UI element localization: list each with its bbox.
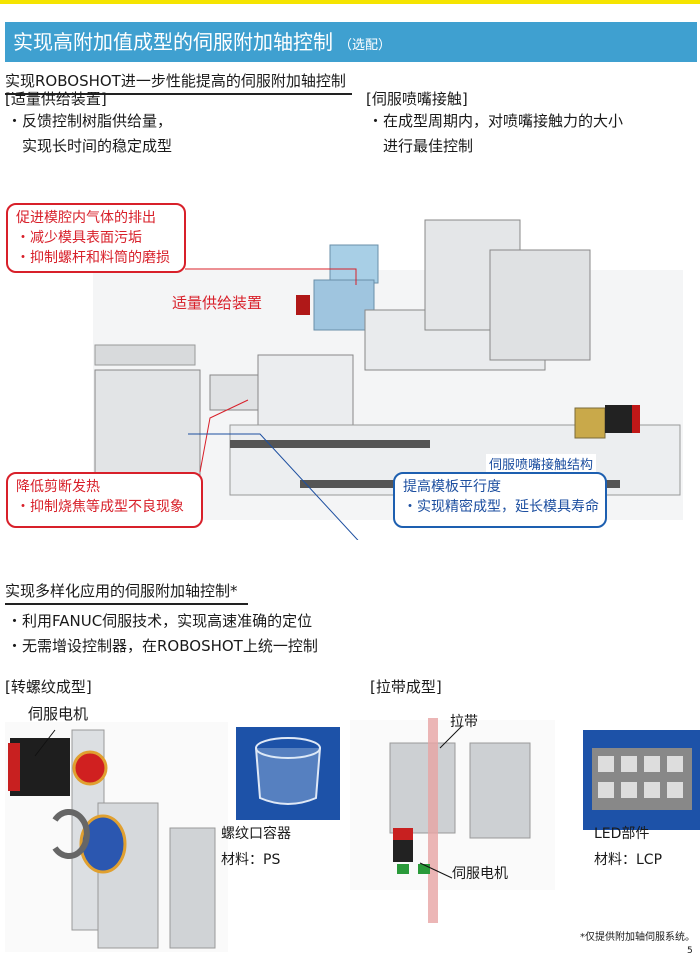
unscrew-motor-label: 伺服电机: [28, 705, 89, 723]
servo-bullet-2: ・无需增设控制器，在ROBOSHOT上统一控制: [7, 637, 318, 655]
feed-device-label: [适量供给装置]: [5, 90, 107, 108]
strip-label: 拉带: [450, 714, 478, 730]
shear-heat-callout: 降低剪断发热 ・抑制烧焦等成型不良现象: [6, 472, 203, 528]
page-title: 实现高附加值成型的伺服附加轴控制: [13, 30, 333, 54]
unscrew-molding-label: [转螺纹成型]: [5, 678, 92, 696]
title-note: （选配）: [339, 38, 392, 53]
feed-bullet-2: 实现长时间的稳定成型: [22, 137, 173, 155]
section2-heading: 实现多样化应用的伺服附加轴控制*: [5, 580, 248, 605]
strip-product-name: LED部件: [594, 826, 650, 842]
feed-device-figure-label: 适量供给装置: [172, 294, 263, 312]
strip-molding-label: [拉带成型]: [370, 678, 442, 696]
callout-title: 降低剪断发热: [16, 479, 100, 495]
top-accent-line: [0, 0, 700, 4]
callout-line: ・减少模具表面污垢: [16, 230, 142, 246]
unscrew-product-name: 螺纹口容器: [221, 826, 291, 842]
platen-parallelism-callout: 提高模板平行度 ・实现精密成型，延长模具寿命: [393, 472, 607, 528]
footnote: *仅提供附加轴伺服系统。: [580, 932, 695, 943]
strip-motor-label: 伺服电机: [452, 866, 508, 882]
page-number: 5: [687, 946, 693, 956]
nozzle-bullet-1: ・在成型周期内，对喷嘴接触力的大小: [368, 112, 624, 130]
nozzle-touch-label: [伺服喷嘴接触]: [366, 90, 468, 108]
servo-bullet-1: ・利用FANUC伺服技术，实现高速准确的定位: [7, 612, 313, 630]
machine-illustration: [93, 219, 683, 540]
page-title-bar: 实现高附加值成型的伺服附加轴控制 （选配）: [5, 22, 697, 62]
callout-title: 促进模腔内气体的排出: [16, 210, 156, 226]
nozzle-bullet-2: 进行最佳控制: [383, 137, 474, 155]
gas-exhaust-callout: 促进模腔内气体的排出 ・减少模具表面污垢 ・抑制螺杆和料筒的磨损: [6, 203, 186, 273]
unscrew-product-material: 材料：PS: [221, 852, 281, 868]
callout-line: ・实现精密成型，延长模具寿命: [403, 499, 599, 515]
section1-heading: 实现ROBOSHOT进一步性能提高的伺服附加轴控制: [5, 70, 352, 95]
callout-line: ・抑制螺杆和料筒的磨损: [16, 250, 170, 266]
strip-product-material: 材料：LCP: [594, 852, 663, 868]
application-illustrations: [5, 718, 700, 952]
nozzle-structure-label: 伺服喷嘴接触结构: [486, 454, 597, 473]
feed-bullet-1: ・反馈控制树脂供给量，: [7, 112, 173, 130]
callout-title: 提高模板平行度: [403, 479, 501, 495]
callout-line: ・抑制烧焦等成型不良现象: [16, 499, 184, 515]
